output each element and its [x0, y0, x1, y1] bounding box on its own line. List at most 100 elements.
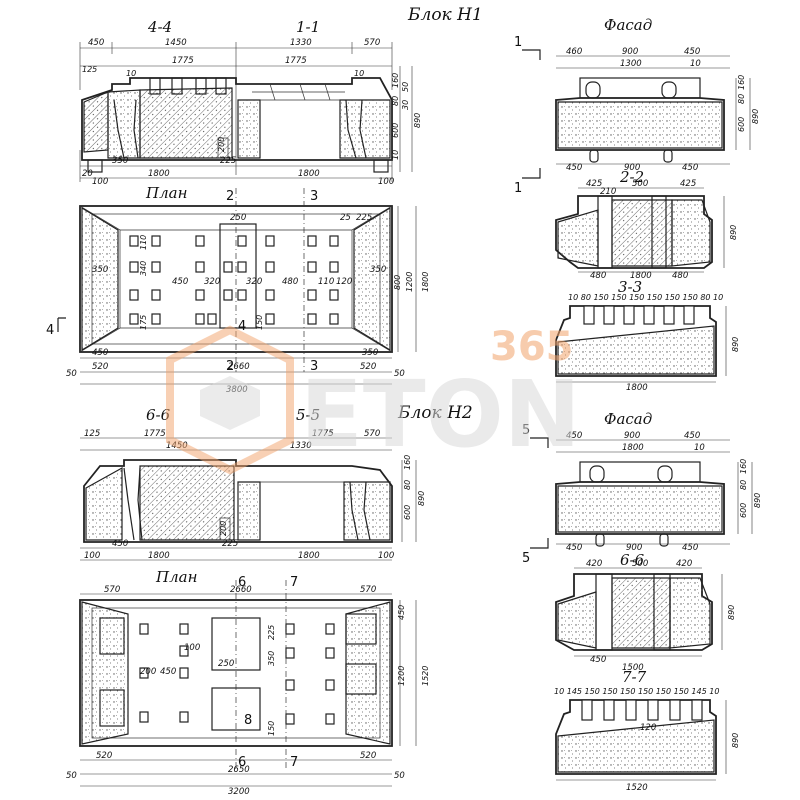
svg-text:1330: 1330: [290, 38, 312, 48]
svg-text:150: 150: [267, 721, 276, 736]
svg-text:100: 100: [92, 177, 108, 187]
svg-text:6: 6: [238, 575, 246, 590]
svg-text:520: 520: [360, 751, 376, 761]
svg-text:1520: 1520: [626, 783, 648, 793]
plan-1-openings: [129, 235, 339, 325]
svg-text:1775: 1775: [144, 429, 166, 439]
svg-text:900: 900: [622, 47, 638, 57]
svg-text:450: 450: [112, 539, 128, 549]
watermark: 365 ETON: [166, 324, 581, 475]
svg-text:5: 5: [522, 551, 530, 566]
svg-text:100: 100: [378, 551, 394, 561]
svg-text:1800: 1800: [622, 443, 644, 453]
svg-text:1330: 1330: [290, 441, 312, 451]
svg-text:460: 460: [566, 47, 582, 57]
svg-text:450: 450: [684, 47, 700, 57]
svg-text:570: 570: [364, 38, 380, 48]
svg-text:600: 600: [737, 117, 746, 132]
svg-text:1: 1: [514, 35, 522, 50]
svg-text:450: 450: [684, 431, 700, 441]
section-2-2: 425 500 425 210 480 1800 480 890: [555, 179, 738, 281]
svg-text:900: 900: [624, 163, 640, 173]
svg-text:1775: 1775: [285, 56, 307, 66]
svg-text:500: 500: [632, 559, 648, 569]
svg-text:570: 570: [360, 585, 376, 595]
svg-text:1300: 1300: [620, 59, 642, 69]
svg-text:80: 80: [737, 94, 746, 104]
title-block-n1: Блок Н1: [407, 5, 483, 25]
svg-text:350: 350: [112, 156, 128, 166]
svg-text:600: 600: [403, 505, 412, 520]
watermark-logo-icon: [166, 325, 294, 475]
svg-text:1800: 1800: [630, 271, 652, 281]
svg-text:570: 570: [104, 585, 120, 595]
section-4-4-1-1: 450 1450 1330 570 1775 1775 125 10 10: [79, 38, 422, 187]
svg-text:2660: 2660: [230, 585, 252, 595]
svg-text:1500: 1500: [622, 663, 644, 673]
title-block-n2: Блок Н2: [397, 403, 473, 423]
svg-text:110: 110: [139, 235, 148, 250]
title-section-7-7: 7-7: [622, 668, 647, 686]
plan-2-openings: [139, 623, 335, 725]
svg-text:125: 125: [84, 429, 100, 439]
svg-text:25: 25: [340, 213, 351, 223]
section-7-7: 10 145 150 150 150 150 150 150 145 10 12…: [554, 687, 740, 793]
svg-text:890: 890: [731, 337, 740, 352]
svg-text:50: 50: [66, 771, 77, 781]
svg-text:450: 450: [92, 348, 108, 358]
svg-text:1800: 1800: [148, 551, 170, 561]
svg-text:225: 225: [356, 213, 372, 223]
svg-text:160: 160: [739, 459, 748, 474]
svg-text:225: 225: [222, 539, 238, 549]
svg-text:600: 600: [739, 503, 748, 518]
svg-text:600: 600: [391, 123, 400, 138]
svg-text:2660: 2660: [228, 362, 250, 372]
svg-text:160: 160: [403, 455, 412, 470]
svg-text:480: 480: [672, 271, 688, 281]
svg-text:350: 350: [92, 265, 108, 275]
svg-text:1800: 1800: [298, 169, 320, 179]
svg-text:1775: 1775: [172, 56, 194, 66]
svg-text:420: 420: [676, 559, 692, 569]
svg-text:10 145 150 150 150 150 150 150: 10 145 150 150 150 150 150 150 145 10: [554, 687, 719, 696]
svg-text:450: 450: [172, 277, 188, 287]
plan-block-n1: 2 2 3 3 4 4 250 25 225 450 320 320 480 1…: [46, 188, 430, 395]
svg-text:225: 225: [267, 625, 276, 640]
svg-text:6: 6: [238, 755, 246, 770]
title-section-6-6-right: 6-6: [620, 551, 645, 569]
svg-text:480: 480: [282, 277, 298, 287]
svg-text:520: 520: [92, 362, 108, 372]
section-3-3: 10 80 150 150 150 150 150 150 80 10 1800…: [555, 293, 740, 393]
svg-text:340: 340: [139, 261, 148, 276]
title-plan-2: План: [155, 568, 197, 586]
svg-text:890: 890: [413, 113, 422, 128]
svg-text:320: 320: [246, 277, 262, 287]
svg-text:320: 320: [204, 277, 220, 287]
svg-text:450: 450: [566, 431, 582, 441]
svg-text:450: 450: [160, 667, 176, 677]
svg-text:890: 890: [417, 491, 426, 506]
svg-text:2: 2: [226, 359, 234, 374]
svg-text:4: 4: [46, 323, 54, 338]
svg-text:200: 200: [219, 521, 228, 536]
svg-text:150: 150: [255, 315, 264, 330]
svg-text:520: 520: [96, 751, 112, 761]
title-plan-1: План: [145, 184, 187, 202]
svg-text:225: 225: [220, 156, 236, 166]
svg-text:50: 50: [394, 771, 405, 781]
svg-text:570: 570: [364, 429, 380, 439]
svg-text:1775: 1775: [312, 429, 334, 439]
svg-text:10 80 150 150 150 150 150 150: 10 80 150 150 150 150 150 150 80 10: [568, 293, 723, 302]
svg-text:1200: 1200: [405, 272, 414, 292]
facade-block-n1: 1 1 460 900 450 1300 10 450 900 450 160 …: [514, 35, 760, 196]
svg-text:350: 350: [267, 651, 276, 666]
section-6-6-5-5: 125 1775 1775 570 1450 1330 450 225 200 …: [80, 429, 426, 561]
svg-text:4: 4: [238, 319, 246, 334]
svg-text:520: 520: [360, 362, 376, 372]
svg-text:420: 420: [586, 559, 602, 569]
svg-text:10: 10: [354, 69, 364, 78]
svg-text:900: 900: [626, 543, 642, 553]
svg-text:7: 7: [290, 575, 298, 590]
svg-text:1200: 1200: [397, 666, 406, 686]
